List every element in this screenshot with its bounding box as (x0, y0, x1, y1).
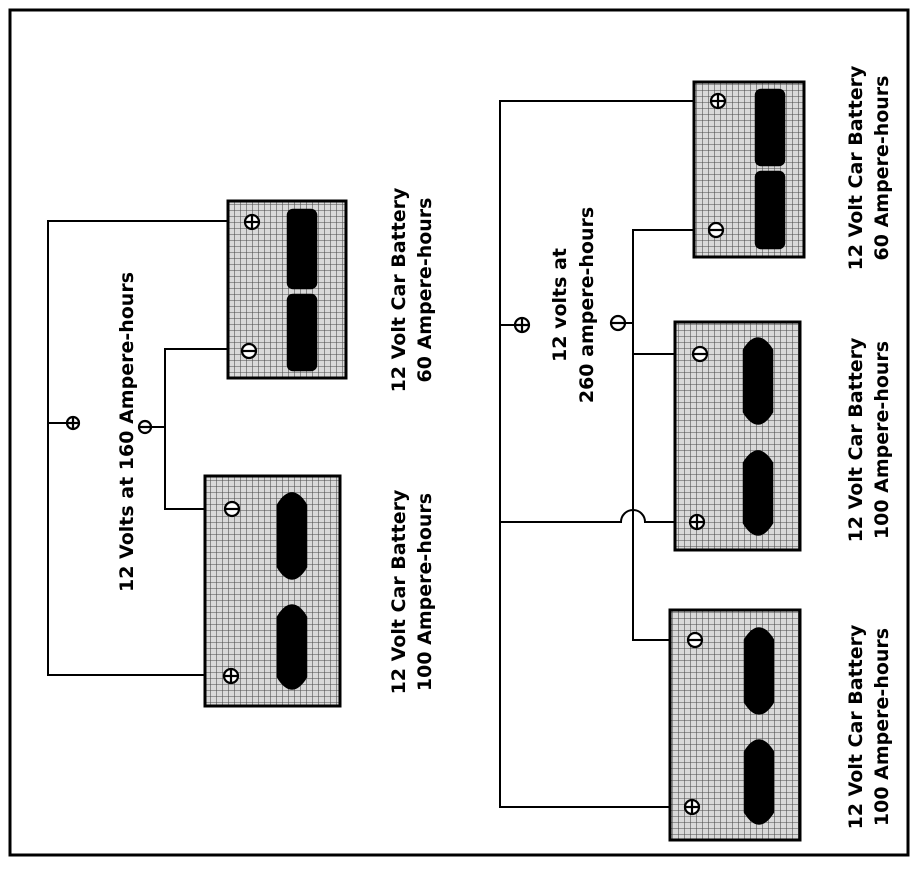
svg-text:100 Ampere-hours: 100 Ampere-hours (414, 493, 436, 691)
battery-100ah-right-bottom-label: 12 Volt Car Battery 100 Ampere-hours (845, 624, 893, 829)
negative-terminal (691, 345, 709, 363)
svg-text:12 Volt Car Battery: 12 Volt Car Battery (845, 65, 867, 270)
positive-terminal (243, 213, 261, 231)
negative-bus (632, 229, 716, 641)
negative-node (609, 314, 633, 332)
right-diagram: 12 volts at 260 ampere-hours 12 Volt Car… (499, 65, 893, 842)
svg-text:12 Volt Car Battery: 12 Volt Car Battery (388, 489, 410, 694)
svg-text:100 Ampere-hours: 100 Ampere-hours (871, 628, 893, 826)
positive-terminal (222, 667, 240, 685)
positive-terminal (709, 92, 727, 110)
diagram-frame (8, 8, 910, 857)
series-label: 12 Volts at 160 Ampere-hours (116, 272, 138, 592)
positive-bus (499, 100, 718, 808)
battery-100ah-right-middle-label: 12 Volt Car Battery 100 Ampere-hours (845, 337, 893, 542)
negative-node (137, 419, 165, 435)
svg-text:12 Volt Car Battery: 12 Volt Car Battery (845, 624, 867, 829)
svg-text:100 Ampere-hours: 100 Ampere-hours (871, 341, 893, 539)
battery-60ah-left-label: 12 Volt Car Battery 60 Ampere-hours (388, 187, 436, 392)
battery-100ah-left (203, 474, 342, 708)
svg-text:60 Ampere-hours: 60 Ampere-hours (871, 76, 893, 261)
positive-node (500, 316, 531, 334)
battery-60ah-left (226, 199, 348, 380)
svg-text:12 Volt Car Battery: 12 Volt Car Battery (845, 337, 867, 542)
svg-text:260 ampere-hours: 260 ampere-hours (576, 207, 598, 403)
parallel-label: 12 volts at 260 ampere-hours (549, 207, 598, 403)
svg-text:12 volts at: 12 volts at (549, 248, 571, 362)
left-diagram: 12 Volts at 160 Ampere-hours 12 Volt Car… (47, 187, 436, 708)
positive-terminal (683, 798, 701, 816)
negative-terminal (707, 221, 725, 239)
battery-60ah-right (692, 80, 806, 259)
battery-60ah-right-label: 12 Volt Car Battery 60 Ampere-hours (845, 65, 893, 270)
negative-terminal (240, 342, 258, 360)
negative-terminal (686, 631, 704, 649)
negative-terminal (223, 500, 241, 518)
positive-node (48, 415, 81, 431)
battery-100ah-right-bottom (668, 608, 802, 842)
positive-branch (500, 509, 697, 523)
negative-wire (164, 348, 249, 510)
positive-terminal (688, 513, 706, 531)
svg-text:60 Ampere-hours: 60 Ampere-hours (414, 198, 436, 383)
battery-100ah-right-middle (673, 320, 802, 552)
svg-text:12 Volt Car Battery: 12 Volt Car Battery (388, 187, 410, 392)
battery-100ah-left-label: 12 Volt Car Battery 100 Ampere-hours (388, 489, 436, 694)
positive-wire (47, 220, 250, 676)
